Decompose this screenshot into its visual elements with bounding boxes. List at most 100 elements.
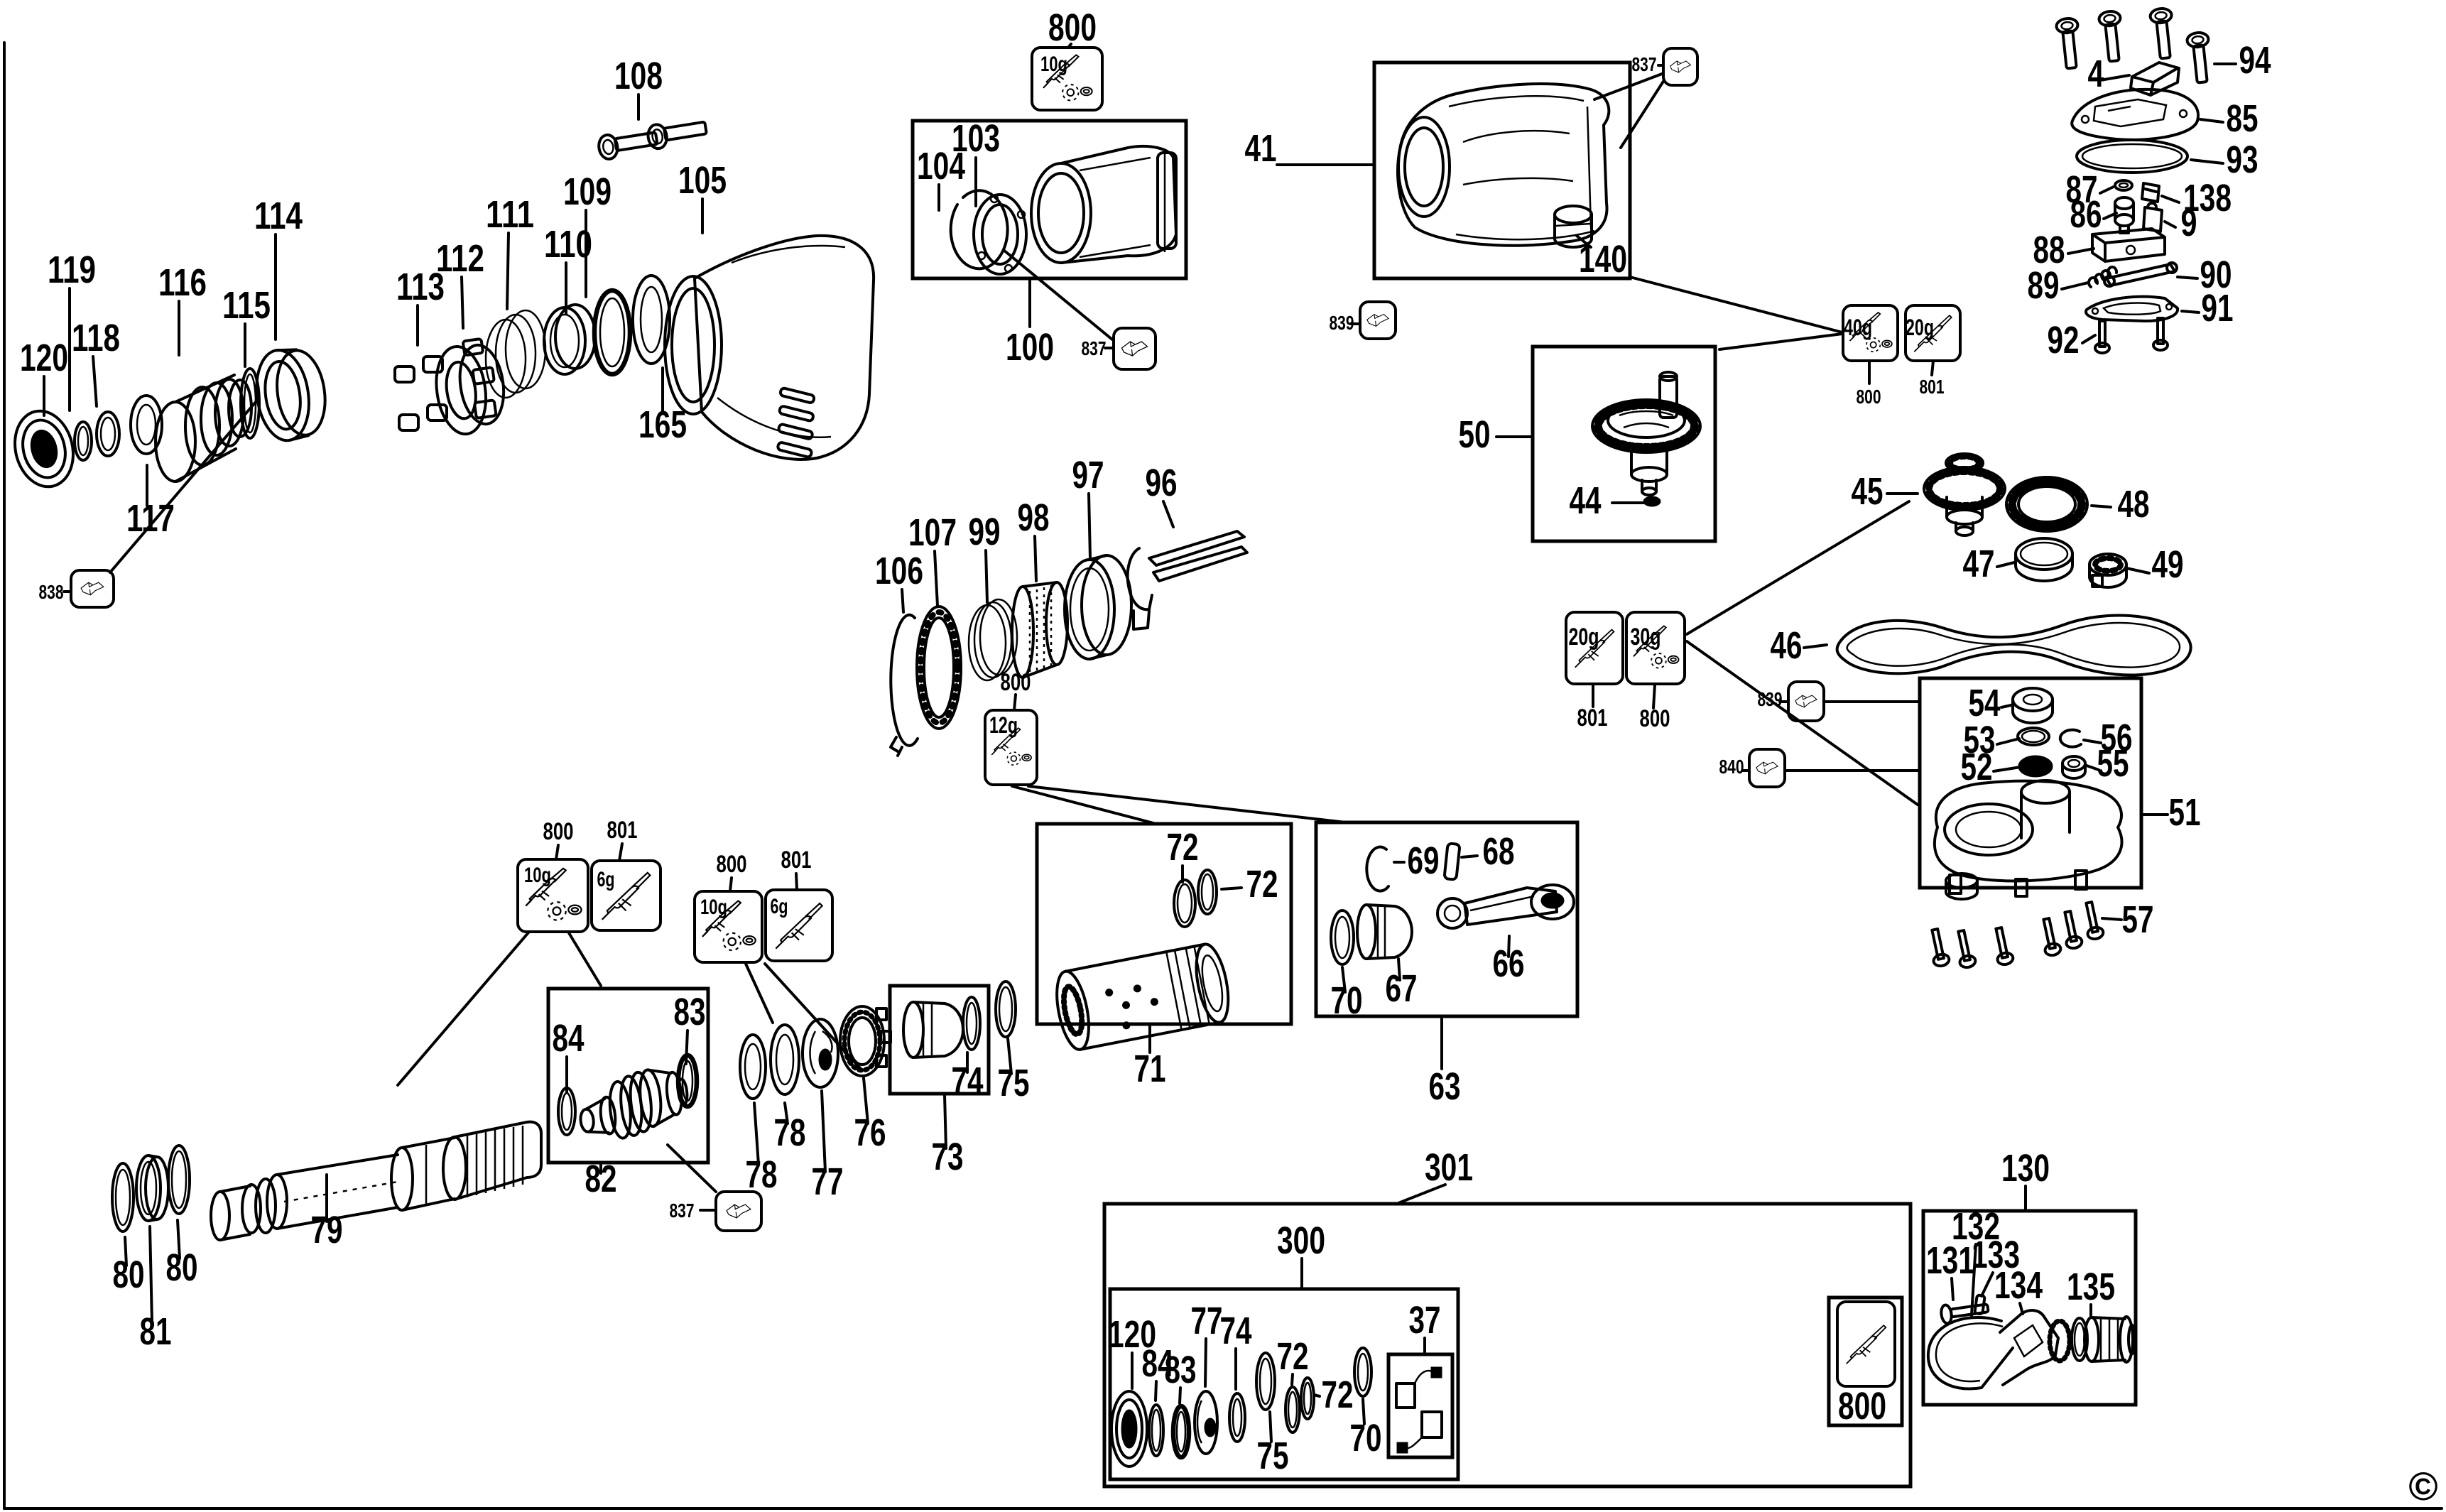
part-ref-box bbox=[1112, 327, 1157, 371]
cap-120-drawing bbox=[1110, 1390, 1148, 1468]
part-label: 57 bbox=[2122, 898, 2154, 941]
leader-line bbox=[1290, 1373, 1294, 1386]
part-label: 52 bbox=[1961, 746, 1993, 788]
part-label: 44 bbox=[1570, 479, 1602, 522]
leader-line bbox=[1685, 500, 1910, 636]
group-box bbox=[888, 984, 991, 1096]
part-label: 74 bbox=[1220, 1310, 1252, 1352]
leader-line bbox=[2103, 74, 2131, 81]
part-label: 88 bbox=[2033, 229, 2065, 271]
part-label: 68 bbox=[1483, 830, 1515, 873]
leader-line bbox=[1397, 957, 1401, 981]
part-label: 72 bbox=[1167, 826, 1199, 869]
ring-nut-114-drawing bbox=[255, 348, 327, 442]
springs-111-drawing bbox=[484, 309, 547, 399]
part-label: 47 bbox=[1963, 543, 1995, 585]
part-label: 73 bbox=[932, 1136, 964, 1178]
part-label: 133 bbox=[1972, 1234, 2020, 1276]
leader-line bbox=[506, 232, 510, 310]
part-label: 301 bbox=[1425, 1146, 1473, 1189]
bearing-76-drawing bbox=[839, 1005, 892, 1077]
sheet-part-icon bbox=[1121, 341, 1148, 357]
part-label: 49 bbox=[2152, 543, 2184, 586]
part-label: 113 bbox=[396, 266, 445, 308]
part-label: 85 bbox=[2227, 97, 2259, 140]
ring-119-drawing bbox=[73, 420, 93, 462]
leader-line bbox=[1027, 785, 1347, 824]
leader-line bbox=[763, 962, 862, 1070]
part-label: 20g bbox=[1569, 624, 1599, 651]
part-label: 97 bbox=[1072, 454, 1104, 496]
group-box bbox=[1102, 1202, 1913, 1489]
ring-81-drawing bbox=[135, 1154, 170, 1222]
group-box bbox=[1108, 1287, 1460, 1481]
leader-line bbox=[1685, 640, 1919, 806]
leader-line bbox=[1361, 1398, 1366, 1425]
part-label: 55 bbox=[2097, 742, 2129, 785]
part-label: 75 bbox=[1257, 1435, 1289, 1477]
part-label: 53 bbox=[1964, 719, 1996, 761]
part-label: 120 bbox=[20, 337, 68, 379]
part-label: 10g bbox=[700, 896, 727, 919]
part-ref-box bbox=[70, 569, 115, 609]
ring-84-drawing bbox=[557, 1087, 577, 1136]
washer-165-drawing bbox=[631, 274, 671, 365]
sheet-part-icon bbox=[80, 582, 104, 596]
part-label: 109 bbox=[563, 170, 612, 213]
conrod-66-drawing bbox=[1436, 883, 1575, 930]
coupler-112-drawing bbox=[435, 337, 506, 436]
wire-ring-106-drawing bbox=[889, 613, 919, 757]
part-label: 83 bbox=[1165, 1349, 1197, 1391]
part-label: 69 bbox=[1408, 839, 1440, 882]
part-label: 72 bbox=[1277, 1335, 1309, 1378]
leader-line bbox=[744, 962, 774, 1024]
part-label: 94 bbox=[2239, 39, 2271, 82]
gear-housing-drawing bbox=[1396, 82, 1611, 247]
seal-103-drawing bbox=[972, 193, 1028, 276]
leader-line bbox=[1593, 72, 1663, 101]
part-label: 837 bbox=[1082, 337, 1107, 359]
part-label: 132 bbox=[1952, 1205, 2000, 1248]
leader-line bbox=[2085, 764, 2100, 771]
leader-line bbox=[1980, 1271, 1994, 1298]
oring-109-drawing bbox=[592, 288, 633, 377]
part-label: 9 bbox=[2181, 202, 2197, 244]
leader-line bbox=[753, 1102, 760, 1166]
latch-9-drawing bbox=[2142, 202, 2163, 233]
part-label: 81 bbox=[140, 1310, 172, 1353]
leader-line bbox=[984, 549, 989, 604]
bearing-49-drawing bbox=[2088, 553, 2128, 589]
part-label: 72 bbox=[1246, 863, 1278, 905]
part-label: 800 bbox=[1048, 6, 1097, 49]
part-label: 837 bbox=[670, 1200, 695, 1222]
part-label: 78 bbox=[746, 1153, 778, 1196]
leader-line bbox=[1460, 854, 1479, 859]
fork-96-drawing bbox=[1126, 530, 1249, 631]
leader-line bbox=[1006, 1037, 1013, 1075]
group-box bbox=[911, 119, 1188, 281]
part-label: 48 bbox=[2118, 483, 2150, 526]
leader-line bbox=[795, 872, 798, 891]
part-label: 30g bbox=[1631, 624, 1661, 651]
leader-line bbox=[2082, 739, 2102, 744]
ring-118-drawing bbox=[95, 410, 121, 457]
gearcase-housing-drawing bbox=[1030, 144, 1178, 264]
boot-116-drawing bbox=[154, 374, 253, 483]
leader-line bbox=[2067, 247, 2095, 255]
leader-line bbox=[1629, 276, 1844, 334]
group-box bbox=[1827, 1295, 1904, 1427]
part-label: 51 bbox=[2169, 791, 2201, 834]
part-label: 6g bbox=[771, 895, 788, 918]
leader-line bbox=[555, 844, 560, 861]
part-label: 300 bbox=[1277, 1219, 1325, 1262]
disc-77-kit-drawing bbox=[1193, 1390, 1219, 1455]
bearing-54-drawing bbox=[2011, 687, 2054, 724]
part-label: 165 bbox=[638, 403, 687, 446]
part-label: 83 bbox=[674, 991, 706, 1033]
grease-ref-box bbox=[590, 859, 662, 932]
ring-gear-48-drawing bbox=[2005, 476, 2089, 533]
leader-line bbox=[1204, 1337, 1207, 1388]
leader-line bbox=[783, 1102, 789, 1125]
leader-line bbox=[2190, 158, 2224, 165]
